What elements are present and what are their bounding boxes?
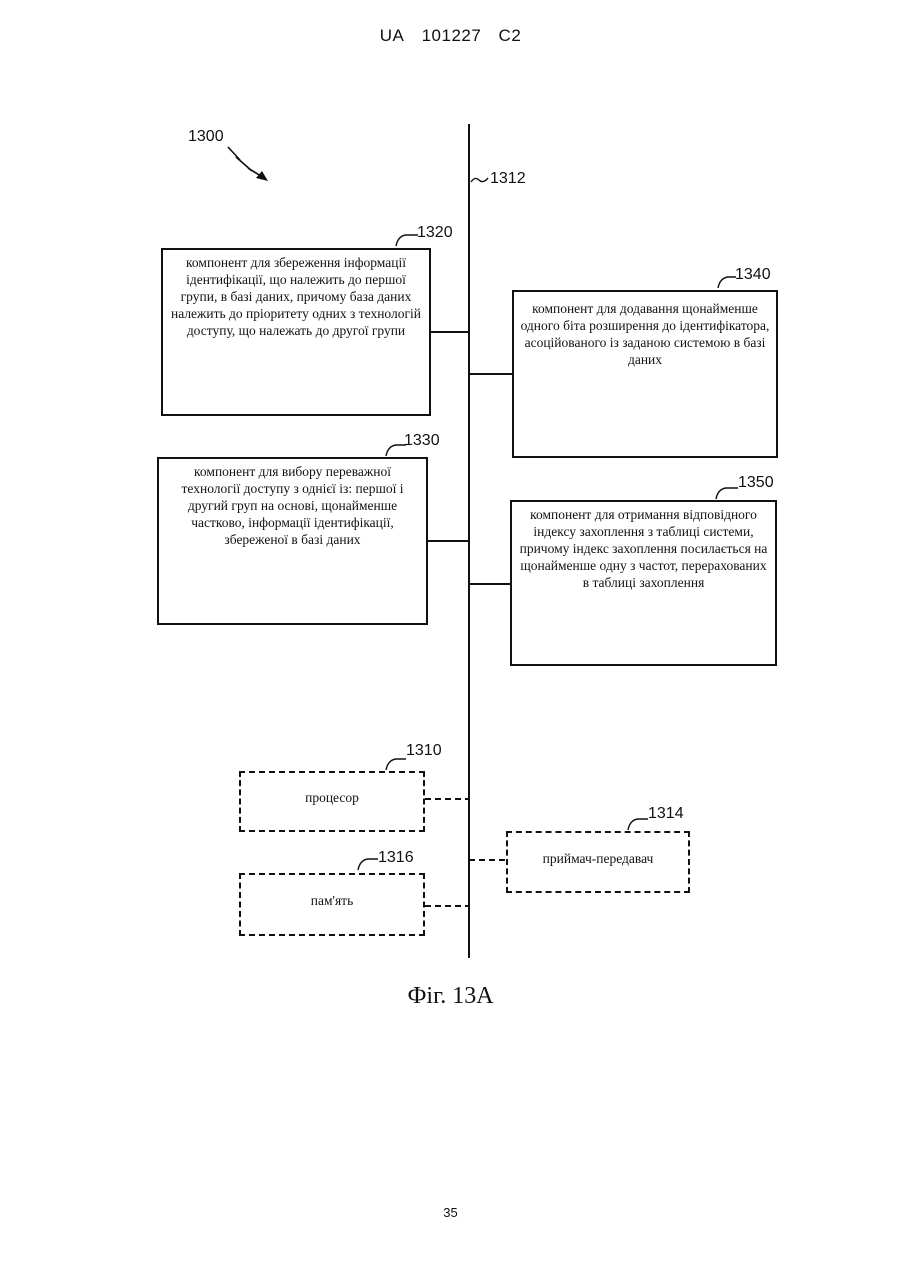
box-1320: компонент для збереження інформації іден… — [161, 248, 431, 416]
box-1330: компонент для вибору переважної технолог… — [157, 457, 428, 625]
ref-1316: 1316 — [378, 849, 414, 867]
box-1340: компонент для додавання щонайменше одног… — [512, 290, 778, 458]
box-1310: процесор — [239, 771, 425, 832]
box-1314-text: приймач-передавач — [543, 850, 654, 867]
leader-1300 — [228, 147, 264, 178]
box-1350-text: компонент для отримання відповідного інд… — [520, 507, 768, 590]
ref-1320: 1320 — [417, 224, 453, 242]
ref-1312: 1312 — [490, 170, 526, 188]
leader-1330 — [386, 445, 406, 456]
box-1316-text: пам'ять — [311, 892, 353, 909]
ref-1310: 1310 — [406, 742, 442, 760]
leader-1314 — [628, 819, 648, 830]
page-number: 35 — [0, 1205, 901, 1220]
ref-1350: 1350 — [738, 474, 774, 492]
arrowhead-1300 — [256, 171, 268, 181]
box-1330-text: компонент для вибору переважної технолог… — [182, 464, 404, 547]
leader-1310 — [386, 759, 406, 770]
leader-1340 — [718, 277, 736, 288]
box-1314: приймач-передавач — [506, 831, 690, 893]
box-1310-text: процесор — [305, 789, 359, 806]
ref-1340: 1340 — [735, 266, 771, 284]
ref-1330: 1330 — [404, 432, 440, 450]
leader-1320 — [396, 235, 418, 246]
box-1350: компонент для отримання відповідного інд… — [510, 500, 777, 666]
leader-1316 — [358, 859, 378, 870]
ref-1300: 1300 — [188, 128, 224, 146]
leader-1312 — [471, 178, 488, 182]
leader-1350 — [716, 488, 738, 499]
figure-caption: Фіг. 13А — [0, 983, 901, 1010]
box-1316: пам'ять — [239, 873, 425, 936]
ref-1314: 1314 — [648, 805, 684, 823]
box-1320-text: компонент для збереження інформації іден… — [171, 255, 421, 338]
box-1340-text: компонент для додавання щонайменше одног… — [521, 301, 770, 367]
